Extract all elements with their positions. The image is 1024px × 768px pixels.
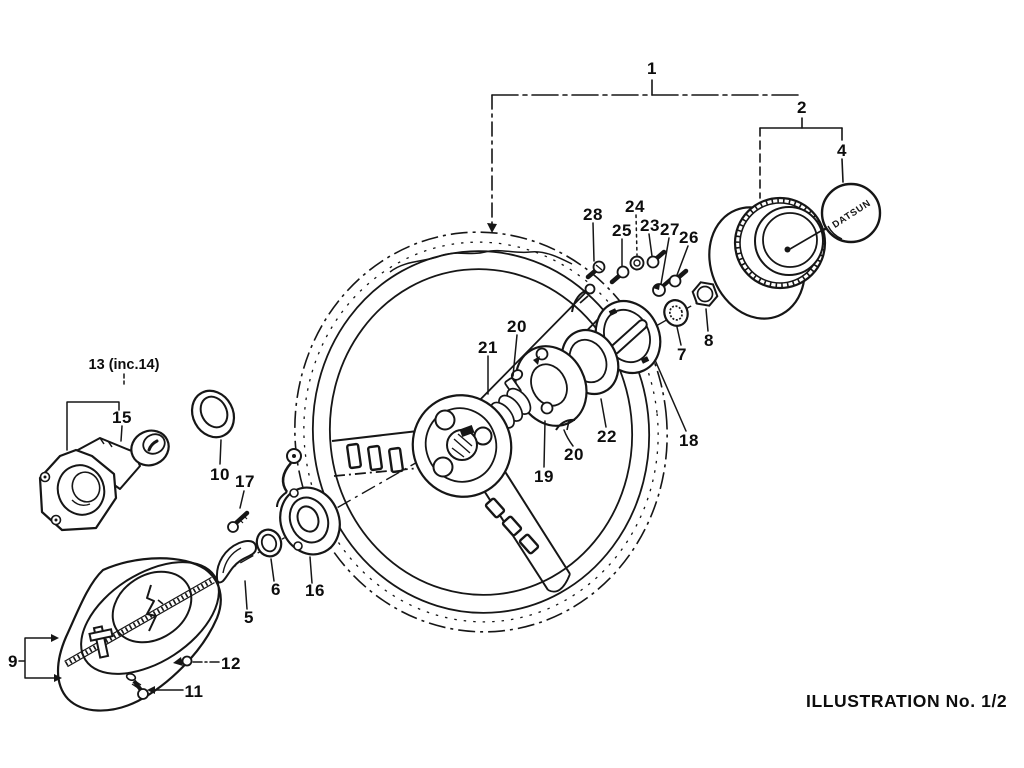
column-shaft [64,578,215,666]
part-label-23: 23 [640,216,660,235]
part-label-9: 9 [8,652,18,671]
clamp-5 [215,539,257,584]
part-label-22: 22 [597,427,617,446]
part-label-20a: 20 [507,317,527,336]
hub-bolt-hole [432,456,454,478]
part-label-6: 6 [271,580,281,599]
part-label-11: 11 [185,682,204,701]
screw-28 [585,260,606,280]
grommet-24 [629,255,645,271]
part-label-1: 1 [647,59,657,78]
part-label-7: 7 [677,345,687,364]
screw-25 [609,265,630,285]
part-label-20b: 20 [564,445,584,464]
part-label-13: 13 (inc.14) [89,357,160,373]
wheel-hub [411,394,513,498]
insulator-20-lower [555,418,576,431]
part-label-10: 10 [210,465,230,484]
lower-right-spoke [480,469,571,593]
screw-12 [173,655,193,667]
button-face [754,206,824,276]
emblem-disc: DATSUN [820,182,882,244]
rim-dotted-line [303,241,659,623]
screw-26 [668,268,689,288]
rim-outer-edge [311,250,651,614]
screw-11 [125,672,149,700]
part-label-5: 5 [244,608,254,627]
upper-cover-half [111,570,193,644]
part-label-12: 12 [221,654,241,673]
lock-washer-7 [663,299,689,327]
part-label-19: 19 [534,467,554,486]
part-label-16: 16 [305,581,325,600]
steering-nut-8 [691,281,719,307]
rim-grip-contour [389,249,573,273]
part-label-24: 24 [625,197,645,216]
emblem-leader [789,227,827,250]
lock-face [56,464,106,516]
horn-contact-unit-16 [276,448,341,556]
part-labels: 1 2 4 28 25 24 23 27 26 8 7 18 22 20 21 … [8,59,847,701]
part-label-25: 25 [612,221,632,240]
contact-plate-19 [514,345,588,427]
part-label-26: 26 [679,228,699,247]
screw-17 [227,510,250,533]
horn-button-pad [708,196,827,320]
rim-inner-edge [328,268,634,596]
part-label-8: 8 [704,331,714,350]
part-label-21: 21 [478,338,498,357]
ignition-lock-13 [38,437,141,532]
part-label-28: 28 [583,205,603,224]
lock-cylinder-15 [130,429,170,467]
cancel-pin [584,283,596,295]
emblem-mount-point [784,246,791,253]
grommet-ring-10 [190,389,236,439]
left-spoke [331,430,421,477]
part-label-27: 27 [660,220,680,239]
illustration-number: ILLUSTRATION No. 1/2 [806,691,1007,711]
part-label-2: 2 [797,98,807,117]
cover-opening [80,561,220,675]
column-covers-9 [57,557,222,712]
leader-lines [18,79,844,694]
part-label-4: 4 [837,141,847,160]
cover-notch [146,584,157,632]
part-label-18: 18 [679,431,699,450]
steering-wheel [294,231,668,633]
part-label-15: 15 [112,408,132,427]
screw-23 [646,249,667,269]
part-label-17: 17 [235,472,255,491]
contact-ring-6 [255,528,283,558]
hub-bolt-hole [434,409,456,431]
